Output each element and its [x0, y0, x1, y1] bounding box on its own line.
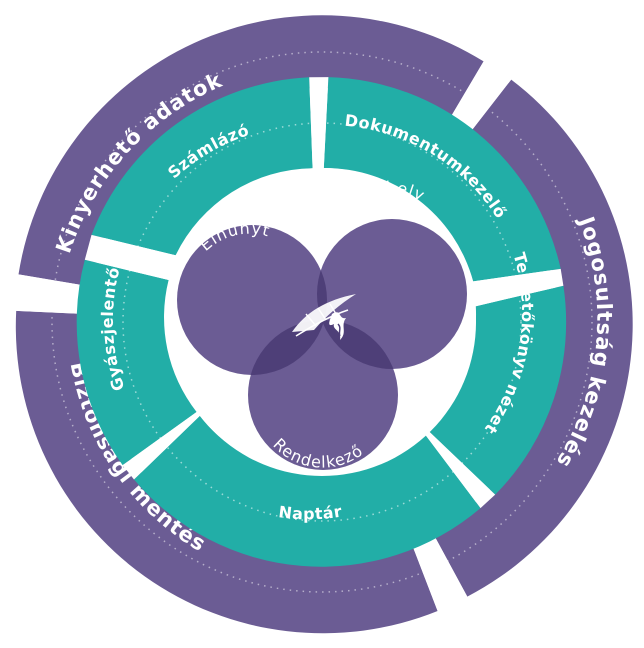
- outer-dotted-guide: [51, 51, 593, 593]
- middle-label-naptar: Naptár: [278, 502, 344, 524]
- outer-segment-bottom: [15, 310, 438, 634]
- middle-segment-bottom: [134, 415, 481, 567]
- outer-segment-right: [432, 79, 633, 597]
- middle-segment-left: [76, 259, 197, 466]
- middle-segment-top-right: [323, 77, 561, 282]
- center-venn: Elhunyt Sírhely Rendelkező: [168, 168, 476, 476]
- middle-segment-right: [425, 285, 567, 495]
- middle-ring: Számlázó Dokumentumkezelő Temetőkönyv né…: [76, 77, 567, 567]
- middle-segment-top-left: [91, 77, 313, 256]
- flame-feather-icon: [292, 294, 356, 340]
